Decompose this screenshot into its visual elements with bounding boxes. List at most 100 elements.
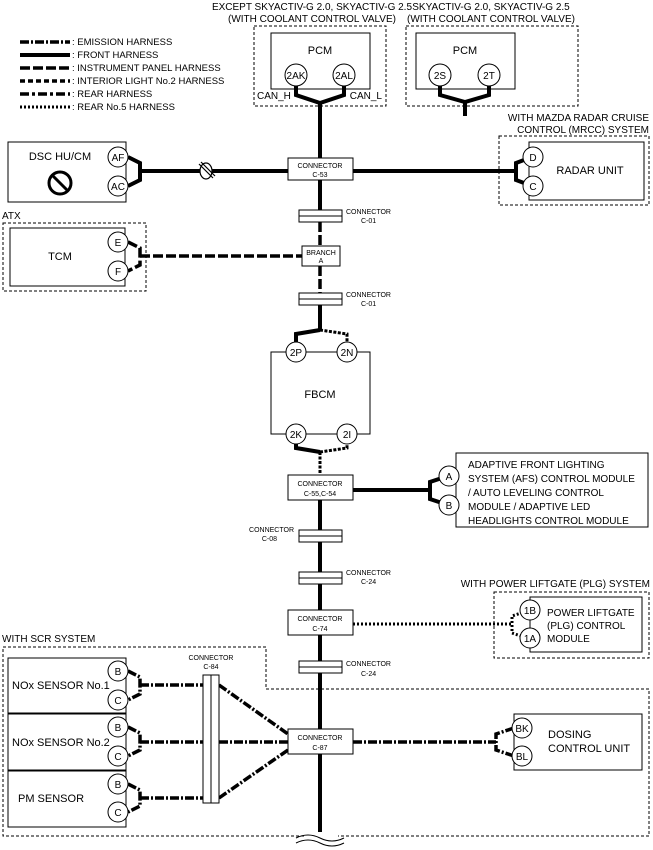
scr-group-border [2,646,650,837]
pcm-a-can-h-label: CAN_H [257,91,291,102]
connector-c84: CONNECTOR C-84 [189,655,234,804]
radar-pin-d [522,146,544,168]
pm-sensor-pin-c-label: C [114,808,121,819]
afs-label-line5: HEADLIGHTS CONTROL MODULE [468,516,629,527]
pcm-b-group-title: SKYACTIV-G 2.0, SKYACTIV-G 2.5 [412,2,570,13]
connector-c53-label: CONNECTOR [298,163,343,170]
afs-label-line3: / AUTO LEVELING CONTROL [468,488,604,499]
afs-label-line1: ADAPTIVE FRONT LIGHTING [468,460,605,471]
plg-pin-1a [519,627,541,649]
pm-sensor-pin-b [107,773,129,795]
connector-c87: CONNECTOR C-87 [287,728,354,755]
plg-label-line2: (PLG) CONTROL [547,621,626,632]
pcm-a-can-wires [294,85,346,106]
connector-c24-b-label: CONNECTOR [346,661,391,668]
connector-c55-box [287,474,354,501]
dosing-label-line2: CONTROL UNIT [548,743,630,755]
nox1-pin-c-label: C [114,696,121,707]
pcm-b-pin-2t [477,63,501,87]
afs-label-line4: MODULE / ADAPTIVE LED [468,502,590,513]
connector-c74-box [287,609,354,636]
pcm-a-can-l-label: CAN_L [350,91,383,102]
dosing-pin-bk-label: BK [515,724,529,735]
pcm-a-module: PCM 2AK 2AL CAN_H CAN_L [257,32,383,106]
pcm-a-group-title: EXCEPT SKYACTIV-G 2.0, SKYACTIV-G 2.5 [212,2,413,13]
radar-group-subtitle: CONTROL (MRCC) SYSTEM [517,125,649,136]
nox2-pin-b [107,716,129,738]
dosing-module: DOSING CONTROL UNIT BK BL [511,713,643,771]
atx-group-title: ATX [2,211,21,222]
radar-module: RADAR UNIT D C [353,141,645,201]
afs-pin-b [438,494,460,516]
scr-group-title: WITH SCR SYSTEM [2,634,95,645]
pcm-a-pin-2ak-label: 2AK [287,71,306,82]
pcm-b-pin-2s-label: 2S [434,71,447,82]
nox2-pin-c-label: C [114,752,121,763]
dsc-pin-wires [127,155,142,188]
connector-c24-a: CONNECTOR C-24 [298,570,391,586]
connector-c55-label: CONNECTOR [298,481,343,488]
tcm-pin-e-label: E [115,238,122,249]
plg-pin-1a-label: 1A [524,634,537,645]
connector-c01-b-label: CONNECTOR [346,292,391,299]
pm-sensor-pin-c [107,801,129,823]
legend-label-emission: : EMISSION HARNESS [72,37,172,48]
radar-group-border [498,135,650,206]
connector-c01-b: CONNECTOR C-01 [298,292,391,308]
dsc-pin-af-label: AF [112,153,125,164]
pm-sensor-box [7,770,127,828]
plg-pin-1b [519,599,541,621]
radar-label: RADAR UNIT [556,165,624,177]
pcm-b-group-subtitle: (WITH COOLANT CONTROL VALVE) [407,14,575,25]
wire-break-icon [295,834,345,847]
tcm-label: TCM [48,251,72,263]
nox1-pin-b-label: B [115,667,122,678]
branch-a-label: BRANCH [306,250,336,257]
tcm-pin-e [107,231,129,253]
plg-group-border [493,591,650,659]
prohibited-icon [47,170,73,196]
fbcm-pin-2n-label: 2N [341,348,354,359]
connector-c84-label: CONNECTOR [189,655,234,662]
fbcm-pin-2k [285,423,307,445]
tcm-pin-f-label: F [115,267,121,278]
nox1-box [7,657,127,714]
dosing-pin-bk [511,717,533,739]
radar-pin-d-label: D [529,153,536,164]
c84-to-c87-wire-1 [217,683,290,736]
connector-c01-a: CONNECTOR C-01 [298,209,391,225]
pcm-a-label: PCM [308,45,332,57]
afs-pin-a [438,465,460,487]
nox1-pin-wires [127,669,142,702]
fbcm-pin-2k-label: 2K [290,430,303,441]
pm-sensor-label: PM SENSOR [18,793,84,805]
connector-c24-a-id: C-24 [361,579,376,586]
connector-c08: CONNECTOR C-08 [249,527,343,543]
connector-c08-id: C-08 [262,536,277,543]
connector-c87-box [287,728,354,755]
fbcm-pin-2i [336,423,358,445]
connector-c74-id: C-74 [312,626,327,633]
fbcm-box [270,351,371,435]
fbcm-module: FBCM 2P 2N 2K 2I [270,328,371,454]
legend-label-rear: : REAR HARNESS [72,89,152,100]
legend: : EMISSION HARNESS : FRONT HARNESS : INS… [20,37,224,113]
pm-pin-wires [127,782,142,814]
pcm-a-pin-2al-label: 2AL [335,71,353,82]
connector-c24-b: CONNECTOR C-24 [298,660,391,678]
connector-c74-label: CONNECTOR [298,616,343,623]
tcm-pin-f [107,260,129,282]
connector-c84-id: C-84 [203,664,218,671]
dosing-box [513,713,643,771]
connector-c53-id: C-53 [312,172,327,179]
fbcm-wire-2i [319,444,349,454]
plg-label-line3: MODULE [547,634,590,645]
branch-a: BRANCH A [301,245,341,267]
afs-label-line2: SYSTEM (AFS) CONTROL MODULE [468,474,635,485]
fbcm-pin-2p [285,341,307,363]
nox1-pin-b [107,660,129,682]
fbcm-wire-2n [319,328,349,342]
nox1-pin-c [107,689,129,711]
dosing-label-line1: DOSING [548,729,591,741]
